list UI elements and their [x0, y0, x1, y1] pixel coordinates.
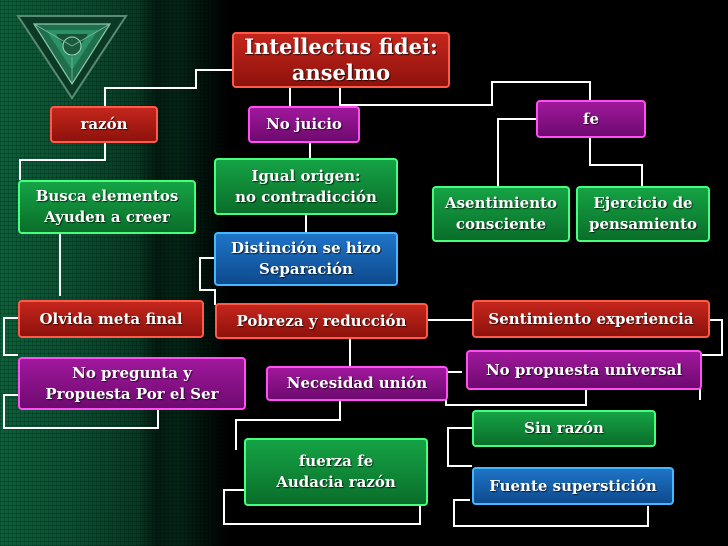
- node-fe: fe: [536, 100, 646, 138]
- connector-fe-asentimiento: [497, 118, 545, 186]
- node-necesidad-union: Necesidad unión: [266, 366, 448, 401]
- background-grid-texture: [0, 0, 230, 546]
- connector-title-fe: [339, 81, 591, 106]
- node-fuente-supersticion: Fuente superstición: [472, 467, 674, 505]
- node-olvida-meta: Olvida meta final: [18, 300, 204, 338]
- connector-razon-busca: [19, 143, 106, 180]
- node-pobreza: Pobreza y reducción: [215, 303, 428, 339]
- node-no-juicio: No juicio: [248, 106, 360, 143]
- node-razon: razón: [50, 106, 158, 143]
- node-sentimiento: Sentimiento experiencia: [472, 300, 710, 338]
- node-igual-origen: Igual origen: no contradicción: [214, 158, 398, 215]
- crystal-emblem-icon: [16, 15, 128, 100]
- node-fuerza-fe: fuerza fe Audacia razón: [244, 438, 428, 506]
- node-ejercicio: Ejercicio de pensamiento: [576, 186, 710, 242]
- background-shadow-band: [138, 0, 178, 546]
- connector-sentimiento-propuesta: [702, 319, 723, 356]
- title-box: Intellectus fidei: anselmo: [232, 32, 450, 88]
- node-distincion: Distinción se hizo Separación: [214, 232, 398, 286]
- background-green-panel: [0, 0, 230, 546]
- connector-distincion-pobreza: [199, 257, 216, 305]
- connector-fe-ejercicio: [589, 138, 643, 186]
- connector-fuente-bottom: [453, 499, 649, 527]
- connector-sinrazon-loop: [447, 427, 472, 467]
- connector-olvida-nopregunta: [3, 317, 18, 356]
- node-asentimiento: Asentimiento consciente: [432, 186, 570, 242]
- node-sin-razon: Sin razón: [472, 410, 656, 447]
- connector-necesidad-fuerza: [235, 400, 341, 450]
- connector-title-razon: [104, 69, 232, 106]
- node-no-propuesta: No propuesta universal: [466, 350, 702, 390]
- node-busca-elementos: Busca elementos Ayuden a creer: [18, 180, 196, 234]
- connector-nopregunta-bottom: [3, 394, 159, 429]
- node-no-pregunta: No pregunta y Propuesta Por el Ser: [18, 357, 246, 410]
- connector-fuerza-bottom: [223, 489, 421, 525]
- connector-propuesta-left: [445, 371, 587, 406]
